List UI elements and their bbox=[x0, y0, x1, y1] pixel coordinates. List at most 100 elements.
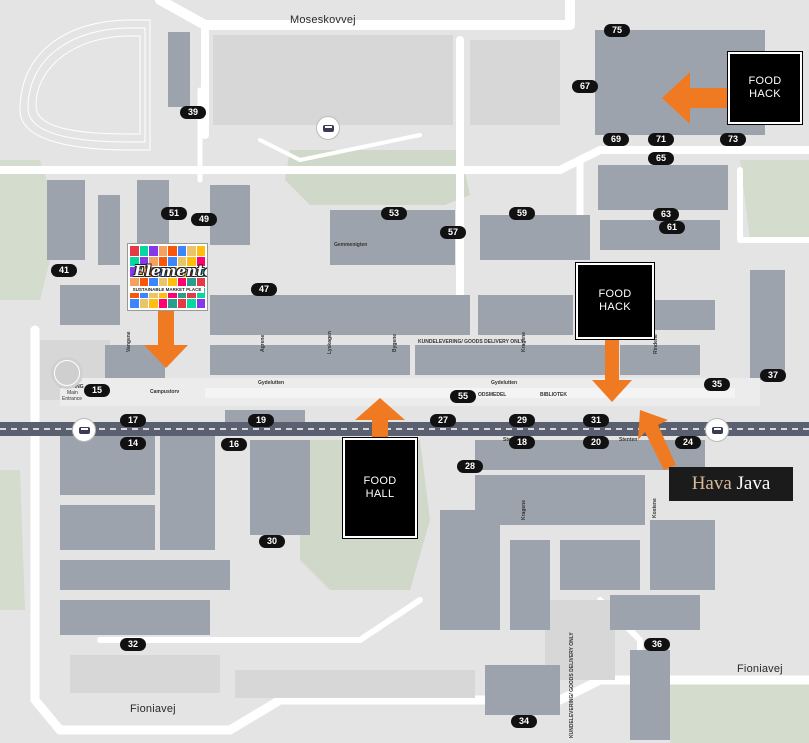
marker-37[interactable]: 37 bbox=[760, 369, 786, 382]
food-hack-top-sign[interactable]: FOOD HACK bbox=[727, 51, 803, 125]
label-kragene-lower: Kragene bbox=[521, 499, 527, 520]
marker-14[interactable]: 14 bbox=[120, 437, 146, 450]
marker-63[interactable]: 63 bbox=[653, 208, 679, 221]
marker-17[interactable]: 17 bbox=[120, 414, 146, 427]
mosaic-tile bbox=[196, 298, 205, 308]
food-hack-mid-line2: HACK bbox=[599, 301, 631, 313]
marker-69[interactable]: 69 bbox=[603, 133, 629, 146]
main-entrance-icon bbox=[54, 360, 80, 386]
grey-plots bbox=[40, 35, 615, 698]
marker-15[interactable]: 15 bbox=[84, 384, 110, 397]
marker-75[interactable]: 75 bbox=[604, 24, 630, 37]
marker-34[interactable]: 34 bbox=[511, 715, 537, 728]
arrow-hava-java bbox=[638, 410, 676, 470]
mosaic-tile bbox=[196, 267, 205, 277]
mosaic-tile bbox=[149, 298, 158, 308]
label-bygene: Bygene bbox=[392, 333, 398, 352]
mosaic-tile bbox=[139, 246, 148, 256]
marker-20[interactable]: 20 bbox=[583, 436, 609, 449]
marker-53[interactable]: 53 bbox=[381, 207, 407, 220]
marker-49[interactable]: 49 bbox=[191, 213, 217, 226]
elemento-brand: Elemento bbox=[134, 262, 208, 280]
mosaic-tile bbox=[158, 298, 167, 308]
label-gemmenigten: Gemmenigten bbox=[334, 242, 368, 248]
label-kundelevering-vert: KUNDELEVERING/ GOODS DELIVERY ONLY bbox=[569, 632, 575, 738]
marker-36[interactable]: 36 bbox=[644, 638, 670, 651]
mosaic-tile bbox=[187, 277, 196, 287]
marker-24[interactable]: 24 bbox=[675, 436, 701, 449]
mosaic-tile bbox=[158, 256, 167, 266]
marker-67[interactable]: 67 bbox=[572, 80, 598, 93]
mosaic-tile bbox=[168, 277, 177, 287]
marker-55[interactable]: 55 bbox=[450, 390, 476, 403]
marker-51[interactable]: 51 bbox=[161, 207, 187, 220]
mosaic-tile bbox=[158, 246, 167, 256]
mosaic-tile bbox=[139, 277, 148, 287]
marker-47[interactable]: 47 bbox=[251, 283, 277, 296]
mosaic-tile bbox=[149, 246, 158, 256]
marker-29[interactable]: 29 bbox=[509, 414, 535, 427]
marker-30[interactable]: 30 bbox=[259, 535, 285, 548]
green-area bbox=[0, 470, 25, 610]
marker-71[interactable]: 71 bbox=[648, 133, 674, 146]
food-hack-mid-line1: FOOD bbox=[598, 288, 632, 300]
mosaic-tile bbox=[168, 298, 177, 308]
marker-16[interactable]: 16 bbox=[221, 438, 247, 451]
mosaic-tile bbox=[149, 277, 158, 287]
food-hall-sign[interactable]: FOOD HALL bbox=[342, 437, 418, 539]
street-fioniavej-left: Fioniavej bbox=[130, 703, 176, 715]
food-hack-mid-sign[interactable]: FOOD HACK bbox=[575, 262, 655, 340]
mosaic-tile bbox=[130, 246, 139, 256]
mosaic-tile bbox=[168, 256, 177, 266]
marker-28[interactable]: 28 bbox=[457, 460, 483, 473]
light-rail bbox=[0, 422, 809, 436]
mosaic-tile bbox=[196, 277, 205, 287]
food-hall-line1: FOOD bbox=[363, 475, 397, 487]
marker-35[interactable]: 35 bbox=[704, 378, 730, 391]
label-kostene: Kostene bbox=[652, 498, 658, 518]
mosaic-tile bbox=[187, 246, 196, 256]
mosaic-tile bbox=[158, 267, 167, 277]
mosaic-tile bbox=[168, 267, 177, 277]
marker-73[interactable]: 73 bbox=[720, 133, 746, 146]
hava-java-sign[interactable]: Hava Java bbox=[669, 467, 793, 501]
hava-java-word2: Java bbox=[736, 473, 771, 494]
bus-stop-icon[interactable] bbox=[316, 116, 340, 140]
mosaic-tile bbox=[177, 256, 186, 266]
hava-java-word1: Hava bbox=[691, 473, 732, 494]
label-odsmedel: ODSMEDEL bbox=[478, 392, 507, 398]
green-area bbox=[670, 680, 809, 743]
mosaic-tile bbox=[158, 277, 167, 287]
tram-stop-icon[interactable] bbox=[705, 418, 729, 442]
label-vangene: Vangene bbox=[126, 331, 132, 352]
marker-61[interactable]: 61 bbox=[659, 221, 685, 234]
elemento-logo[interactable]: Elemento SUSTAINABLE MARKET PLACE bbox=[127, 243, 208, 311]
mosaic-tile bbox=[139, 298, 148, 308]
mosaic-tile bbox=[168, 246, 177, 256]
arrow-food-hack-mid bbox=[592, 336, 632, 402]
green-area bbox=[740, 160, 809, 240]
marker-32[interactable]: 32 bbox=[120, 638, 146, 651]
mosaic-tile bbox=[130, 277, 139, 287]
arrow-food-hall bbox=[355, 398, 405, 438]
marker-59[interactable]: 59 bbox=[509, 207, 535, 220]
marker-19[interactable]: 19 bbox=[248, 414, 274, 427]
food-hack-top-line1: FOOD bbox=[748, 75, 782, 87]
label-gydelutten-right: Gydelutten bbox=[491, 380, 518, 386]
tram-stop-icon[interactable] bbox=[72, 418, 96, 442]
arrow-elemento bbox=[144, 310, 188, 368]
marker-27[interactable]: 27 bbox=[430, 414, 456, 427]
marker-39[interactable]: 39 bbox=[180, 106, 206, 119]
marker-41[interactable]: 41 bbox=[51, 264, 77, 277]
marker-18[interactable]: 18 bbox=[509, 436, 535, 449]
mosaic-tile bbox=[149, 256, 158, 266]
label-main-1: Main bbox=[67, 390, 78, 396]
marker-57[interactable]: 57 bbox=[440, 226, 466, 239]
marker-31[interactable]: 31 bbox=[583, 414, 609, 427]
marker-65[interactable]: 65 bbox=[648, 152, 674, 165]
mosaic-tile bbox=[130, 256, 139, 266]
food-hack-top-line2: HACK bbox=[749, 88, 781, 100]
mosaic-tile bbox=[187, 256, 196, 266]
